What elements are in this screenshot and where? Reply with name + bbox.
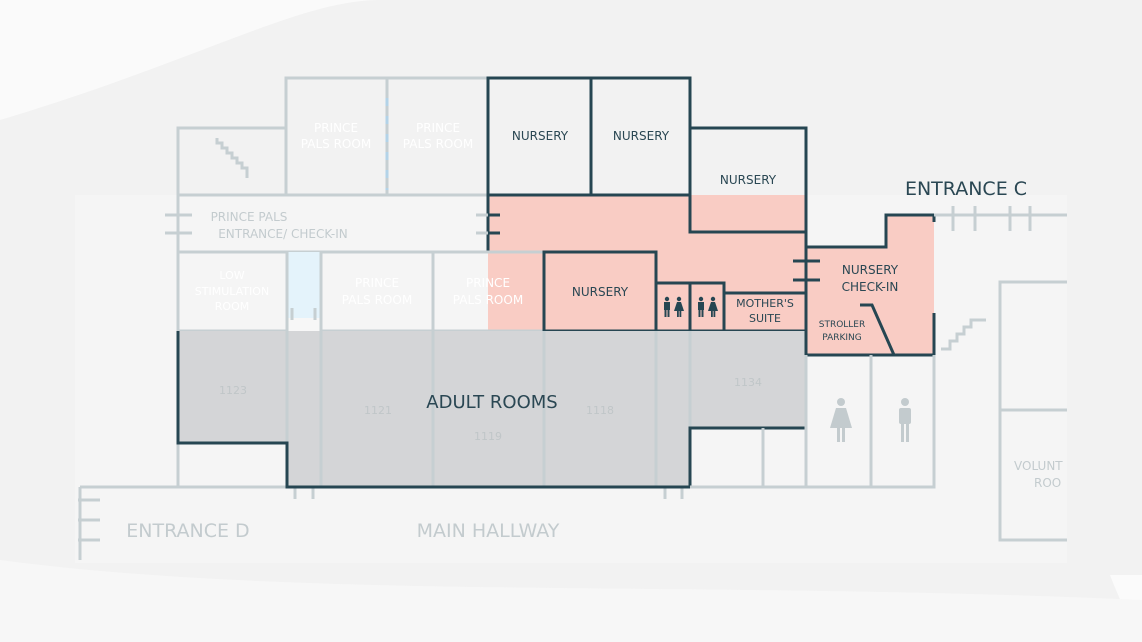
stairs-icon — [215, 138, 249, 178]
adult-rooms[interactable]: 1123 1121 1119 1118 1134 ADULT ROOMS — [176, 331, 808, 489]
family-restroom-icon — [664, 296, 684, 317]
pp-entrance-label-2: ENTRANCE/ CHECK-IN — [218, 227, 348, 241]
room-label: NURSERY — [842, 263, 899, 277]
stroller-label: PARKING — [822, 333, 862, 343]
volunteer-room[interactable]: VOLUNT ROO — [998, 280, 1067, 542]
room-label: PALS ROOM — [453, 293, 523, 307]
room-label: MOTHER'S — [736, 297, 794, 310]
room-number: 1121 — [364, 404, 392, 417]
stairs-icon — [941, 318, 986, 351]
room-label: PRINCE — [314, 121, 358, 135]
pp-entrance-label-1: PRINCE PALS — [211, 210, 288, 224]
man-restroom-icon — [899, 398, 911, 442]
stroller-label: STROLLER — [819, 320, 866, 330]
room-number: 1118 — [586, 404, 614, 417]
public-restrooms — [690, 355, 936, 489]
main-hallway-label: MAIN HALLWAY — [417, 520, 560, 542]
room-label: LOW — [219, 269, 244, 282]
nursery-area — [488, 195, 806, 331]
prince-pals-room-4[interactable]: PRINCE PALS ROOM — [431, 250, 546, 333]
room-label: SUITE — [749, 312, 781, 325]
room-label: ROOM — [215, 300, 249, 313]
woman-restroom-icon — [830, 398, 852, 442]
entrance-c-label: ENTRANCE C — [905, 178, 1027, 200]
room-label: ROO — [1034, 476, 1061, 490]
room-label: STIMULATION — [195, 285, 269, 298]
room-label: PALS ROOM — [342, 293, 412, 307]
room-label: NURSERY — [512, 129, 569, 143]
room-label: PALS ROOM — [403, 137, 473, 151]
room-label: PRINCE — [355, 276, 399, 290]
room-number: 1134 — [734, 376, 762, 389]
adult-rooms-label: ADULT ROOMS — [426, 392, 557, 413]
nursery-check-in[interactable]: NURSERY CHECK-IN STROLLER PARKING — [793, 213, 936, 357]
room-label: PRINCE — [416, 121, 460, 135]
room-label: NURSERY — [572, 285, 629, 299]
room-label: PRINCE — [466, 276, 510, 290]
prince-pals-room-1[interactable]: PRINCE PALS ROOM — [284, 76, 389, 197]
room-label: NURSERY — [720, 173, 777, 187]
entrance-d-label: ENTRANCE D — [126, 520, 249, 542]
room-label: CHECK-IN — [842, 280, 899, 294]
room-label: VOLUNT — [1014, 459, 1063, 473]
room-label: NURSERY — [613, 129, 670, 143]
room-number: 1123 — [219, 384, 247, 397]
family-restroom-icon — [698, 296, 718, 317]
room-label: PALS ROOM — [301, 137, 371, 151]
nursery-room-3[interactable]: NURSERY — [688, 126, 808, 234]
room-number: 1119 — [474, 430, 502, 443]
